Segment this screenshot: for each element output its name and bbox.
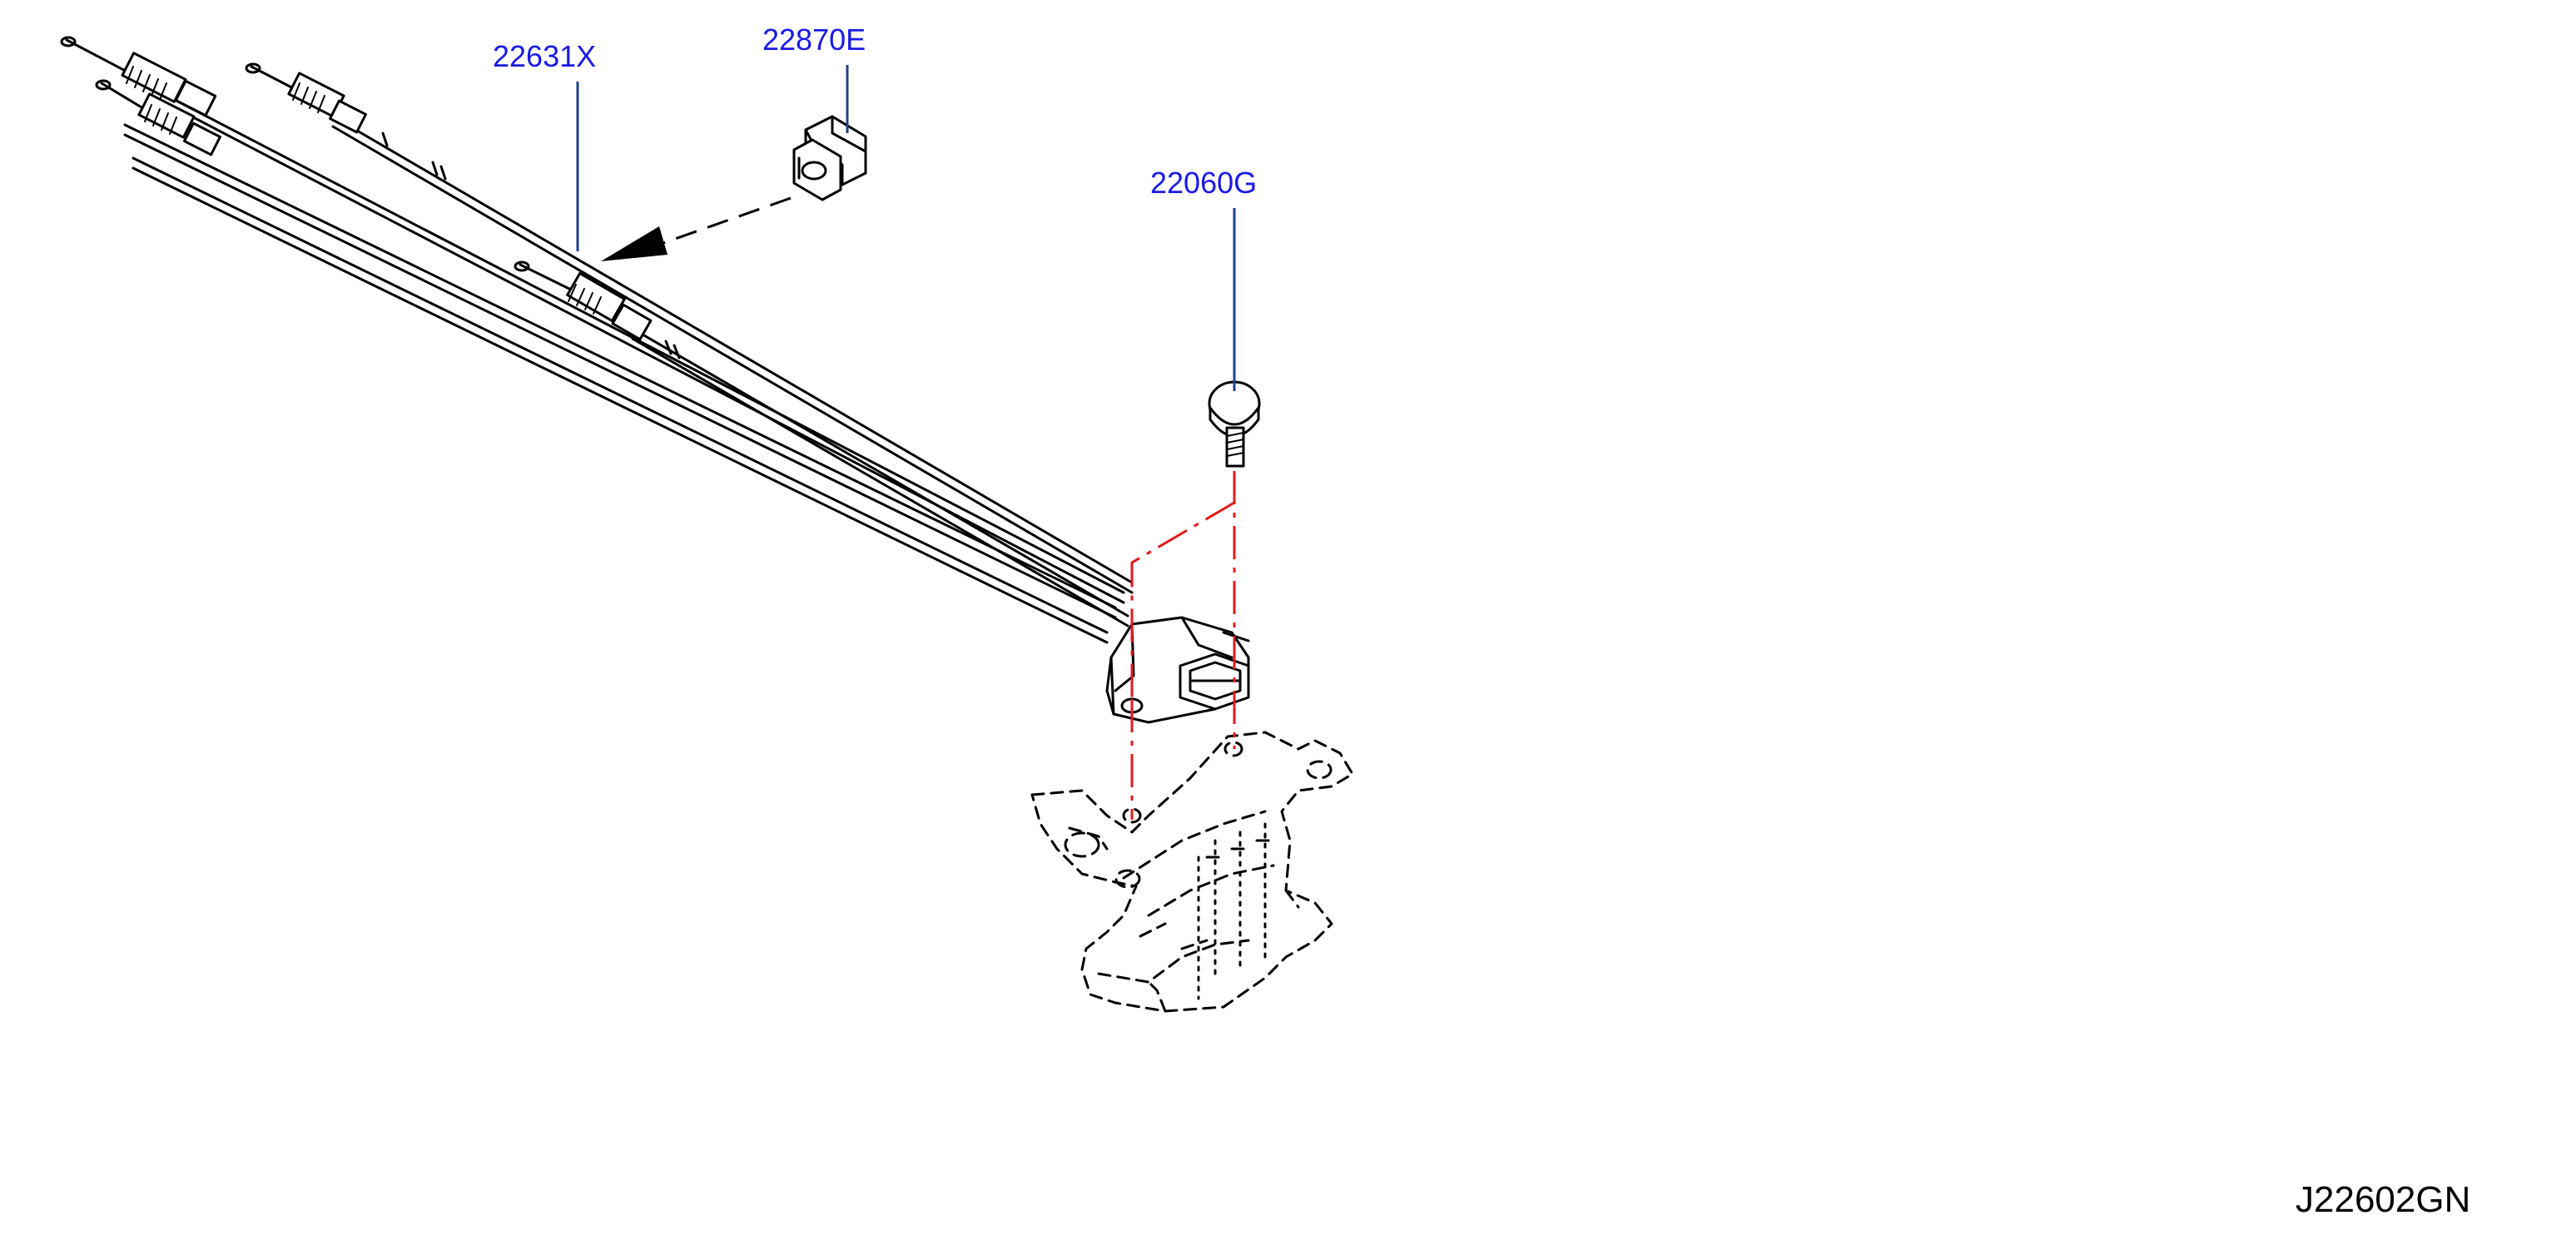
callout-label-bolt: 22060G [1150, 166, 1258, 200]
leader-lines [576, 65, 1236, 391]
mounting-base-phantom [1030, 731, 1354, 1013]
cable-clip [792, 115, 867, 201]
callout-label-clip: 22870E [762, 22, 866, 57]
cable-end-upper-left [60, 36, 217, 117]
centerlines [1130, 471, 1236, 820]
diagram-id-label: J22602GN [2296, 1179, 2471, 1220]
clip-locator-arrow [601, 196, 792, 261]
cable-bundle [60, 36, 1134, 644]
bolt [1208, 380, 1261, 468]
cable-end-lower-left [95, 79, 221, 156]
cable-end-middle-top [245, 62, 447, 181]
cable-end-center [514, 260, 681, 360]
callout-label-cable: 22631X [493, 39, 597, 73]
cable-bracket [1105, 616, 1250, 724]
